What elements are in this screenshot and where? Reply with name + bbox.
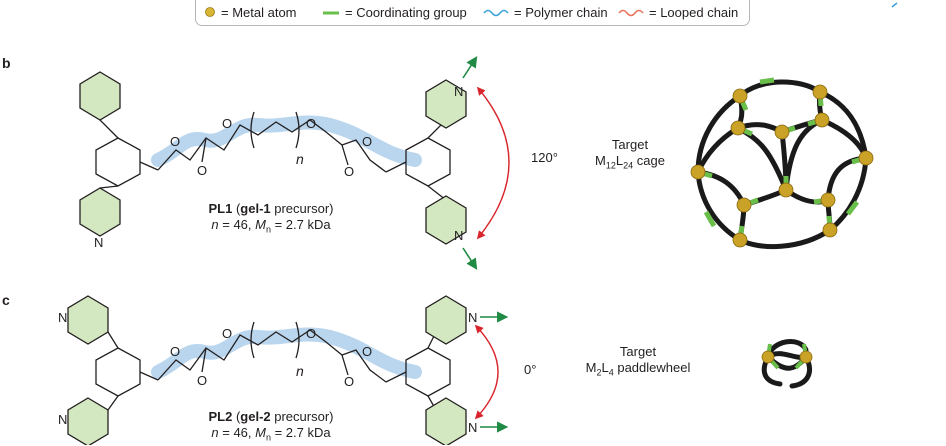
pl1-left-benzene: [95, 137, 141, 187]
legend-icons: [205, 7, 644, 17]
pl1-n-right-top: N: [454, 84, 463, 99]
pl1-n-right-bottom: N: [454, 228, 463, 243]
legend-coordinating-group: = Coordinating group: [345, 5, 467, 20]
pl2-chain: [157, 329, 387, 383]
pl1-target-label: Target M12L24 cage: [595, 137, 665, 171]
pl1-left-bottom-pyridine: [79, 187, 121, 237]
pl1-o-1: O: [170, 134, 180, 149]
pl2-caption: PL2 (gel-2 precursor) n = 46, Mn = 2.7 k…: [208, 409, 334, 443]
pl1-o-4: O: [306, 116, 316, 131]
pl2-right-bottom-pyridine: [425, 397, 467, 445]
pl2-o-4: O: [306, 326, 316, 341]
pl2-n-right-top: N: [468, 310, 477, 325]
cropped-arrow-fragment: [891, 2, 898, 8]
metal-atom-icon: [205, 7, 215, 17]
panel-letter-b: b: [2, 55, 11, 71]
pl1-repeat-n: n: [296, 151, 304, 167]
legend-polymer-chain: = Polymer chain: [514, 5, 608, 20]
looped-chain-icon: [618, 9, 644, 17]
pl2-left-top-pyridine: [67, 295, 109, 345]
pl1-o-5: O: [344, 164, 354, 179]
pl1-right-top-pyridine: [425, 79, 467, 129]
pl1-n-left-bottom: N: [94, 235, 103, 250]
pl1-o-3: O: [222, 116, 232, 131]
pl1-angle-arc: [476, 86, 510, 240]
pl2-target-label: Target M2L4 paddlewheel: [585, 344, 691, 378]
pl1-right-bottom-pyridine: [425, 195, 467, 245]
pl1-green-arrow-top: [462, 56, 478, 79]
pl1-chain: [157, 119, 387, 173]
pl1-left-top-pyridine: [79, 71, 121, 121]
pl1-caption: PL1 (gel-1 precursor) n = 46, Mn = 2.7 k…: [208, 201, 334, 235]
pl2-n-left-bottom: N: [58, 412, 67, 427]
pl2-angle-label: 0°: [524, 362, 537, 377]
pl1-green-arrow-bottom: [462, 247, 478, 270]
pl2-o-5: O: [344, 374, 354, 389]
pl2-o-3: O: [222, 326, 232, 341]
m2l4-paddlewheel: [761, 339, 813, 389]
m12l24-cage: [690, 77, 874, 250]
polymer-chain-icon: [483, 9, 509, 17]
pl2-o-6: O: [362, 344, 372, 359]
pl1-o-2: O: [197, 163, 207, 178]
legend-box: = Metal atom = Coordinating group = Poly…: [195, 0, 750, 26]
pl2-left-bottom-pyridine: [67, 397, 109, 445]
legend-metal-atom: = Metal atom: [221, 5, 297, 20]
pl2-n-left-top: N: [58, 310, 67, 325]
pl2-right-top-pyridine: [425, 295, 467, 345]
pl1-o-6: O: [362, 134, 372, 149]
pl2-angle-arc: [474, 324, 499, 420]
pl2-repeat-n: n: [296, 363, 304, 379]
pl2-chain-highlight: [151, 327, 422, 379]
legend-looped-chain: = Looped chain: [649, 5, 739, 20]
pl2-o-1: O: [170, 344, 180, 359]
pl1-chain-highlight: [151, 115, 422, 167]
pl2-structure: [67, 295, 467, 445]
pl2-left-benzene: [95, 347, 141, 397]
pl2-o-2: O: [197, 373, 207, 388]
panel-letter-c: c: [2, 292, 10, 308]
pl1-angle-label: 120°: [531, 150, 558, 165]
pl1-structure: [79, 71, 467, 245]
pl2-n-right-bottom: N: [468, 420, 477, 435]
